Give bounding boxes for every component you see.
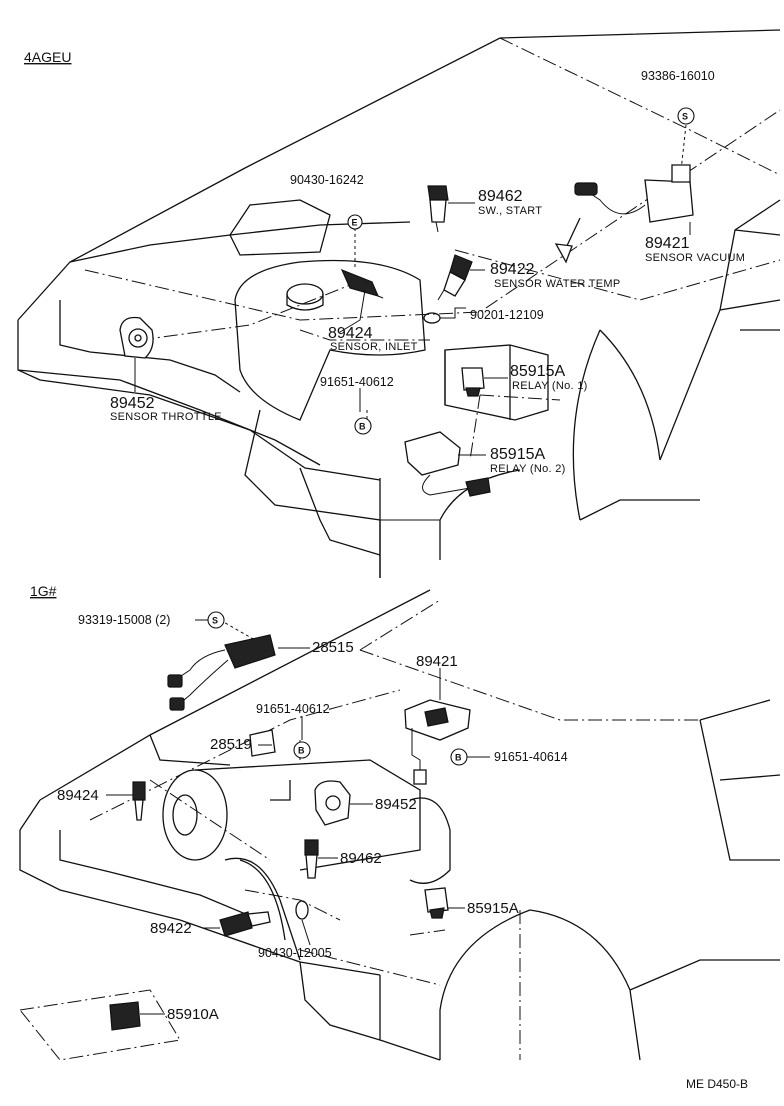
symbol-s-bottom: S — [207, 611, 225, 629]
label-90430-16242: 90430-16242 — [290, 173, 364, 187]
desc-sensor-inlet: SENSOR, INLET — [330, 341, 418, 353]
part-washer-bottom — [295, 900, 309, 920]
label-89424-top: 89424 — [328, 325, 373, 342]
label-91651-40612-top: 91651-40612 — [320, 375, 394, 389]
svg-text:E: E — [352, 218, 358, 228]
bottom-leaders — [89, 599, 700, 1060]
section-label-4ageu: 4AGEU — [24, 49, 71, 65]
svg-text:S: S — [682, 112, 688, 122]
desc-relay-2: RELAY (No. 2) — [490, 463, 566, 475]
start-switch-part — [427, 185, 449, 233]
top-car-body — [17, 29, 781, 578]
inlet-sensor-part — [340, 268, 384, 299]
label-89421-bottom: 89421 — [416, 653, 458, 670]
symbol-b-top: B — [354, 417, 372, 435]
symbol-b-bottom-2: B — [450, 748, 468, 766]
bottom-car-body — [19, 589, 781, 1061]
part-89462-bottom — [304, 839, 319, 879]
label-89424-bottom: 89424 — [57, 787, 99, 804]
top-section: 4AGEU — [17, 29, 781, 578]
top-leaders — [84, 37, 781, 461]
desc-start-switch: SW., START — [478, 205, 542, 217]
desc-relay-1: RELAY (No. 1) — [512, 380, 588, 392]
label-90201-12109: 90201-12109 — [470, 308, 544, 322]
desc-water-temp: SENSOR WATER TEMP — [494, 278, 621, 290]
svg-text:B: B — [359, 422, 366, 432]
bottom-callout-lines — [106, 619, 490, 1015]
section-label-1g: 1G# — [30, 583, 57, 599]
label-85915a-relay1: 85915A — [510, 363, 565, 380]
label-89422-top: 89422 — [490, 261, 535, 278]
flow-arrow — [554, 217, 581, 264]
part-85915a-bottom — [424, 887, 449, 919]
label-89452-bottom: 89452 — [375, 796, 417, 813]
label-93319-15008: 93319-15008 (2) — [78, 613, 170, 627]
label-85915a-bottom: 85915A — [467, 900, 519, 917]
label-89421-top: 89421 — [645, 235, 690, 252]
symbol-e-top: E — [347, 214, 363, 230]
svg-text:S: S — [212, 616, 218, 626]
part-89452-bottom — [314, 780, 351, 826]
relay-2-part — [404, 431, 491, 497]
throttle-sensor-part — [119, 316, 154, 359]
label-89462-top: 89462 — [478, 188, 523, 205]
label-89422-bottom: 89422 — [150, 920, 192, 937]
washer-part — [423, 312, 441, 324]
bottom-section: 1G# — [19, 583, 781, 1061]
sensor-vacuum-part — [574, 164, 694, 223]
part-28519 — [249, 729, 276, 757]
part-89424-bottom — [132, 781, 146, 821]
desc-sensor-vacuum: SENSOR VACUUM — [645, 252, 745, 264]
symbol-b-bottom-1: B — [293, 741, 311, 759]
label-91651-40614: 91651-40614 — [494, 750, 568, 764]
water-temp-sensor-part — [437, 254, 473, 301]
label-85910a: 85910A — [167, 1006, 219, 1023]
part-28515 — [167, 634, 276, 711]
part-85910a — [109, 1001, 141, 1031]
part-89422-bottom — [219, 911, 271, 937]
desc-sensor-throttle: SENSOR THROTTLE — [110, 411, 222, 423]
top-callout-lines — [134, 202, 691, 456]
label-90430-12005: 90430-12005 — [258, 946, 332, 960]
svg-text:B: B — [455, 753, 462, 763]
label-85915a-relay2: 85915A — [490, 446, 545, 463]
part-89421-bottom — [404, 699, 471, 785]
svg-text:B: B — [298, 746, 305, 756]
diagram-reference-code: ME D450-B — [686, 1077, 748, 1091]
label-89462-bottom: 89462 — [340, 850, 382, 867]
symbol-s-top: S — [677, 107, 695, 125]
label-91651-40612-bottom: 91651-40612 — [256, 702, 330, 716]
label-89452-top: 89452 — [110, 395, 155, 412]
label-93386-16010: 93386-16010 — [641, 69, 715, 83]
relay-1-part — [461, 367, 485, 397]
label-28515: 28515 — [312, 639, 354, 656]
label-28519: 28519 — [210, 736, 252, 753]
bottom-left-box — [19, 989, 181, 1061]
